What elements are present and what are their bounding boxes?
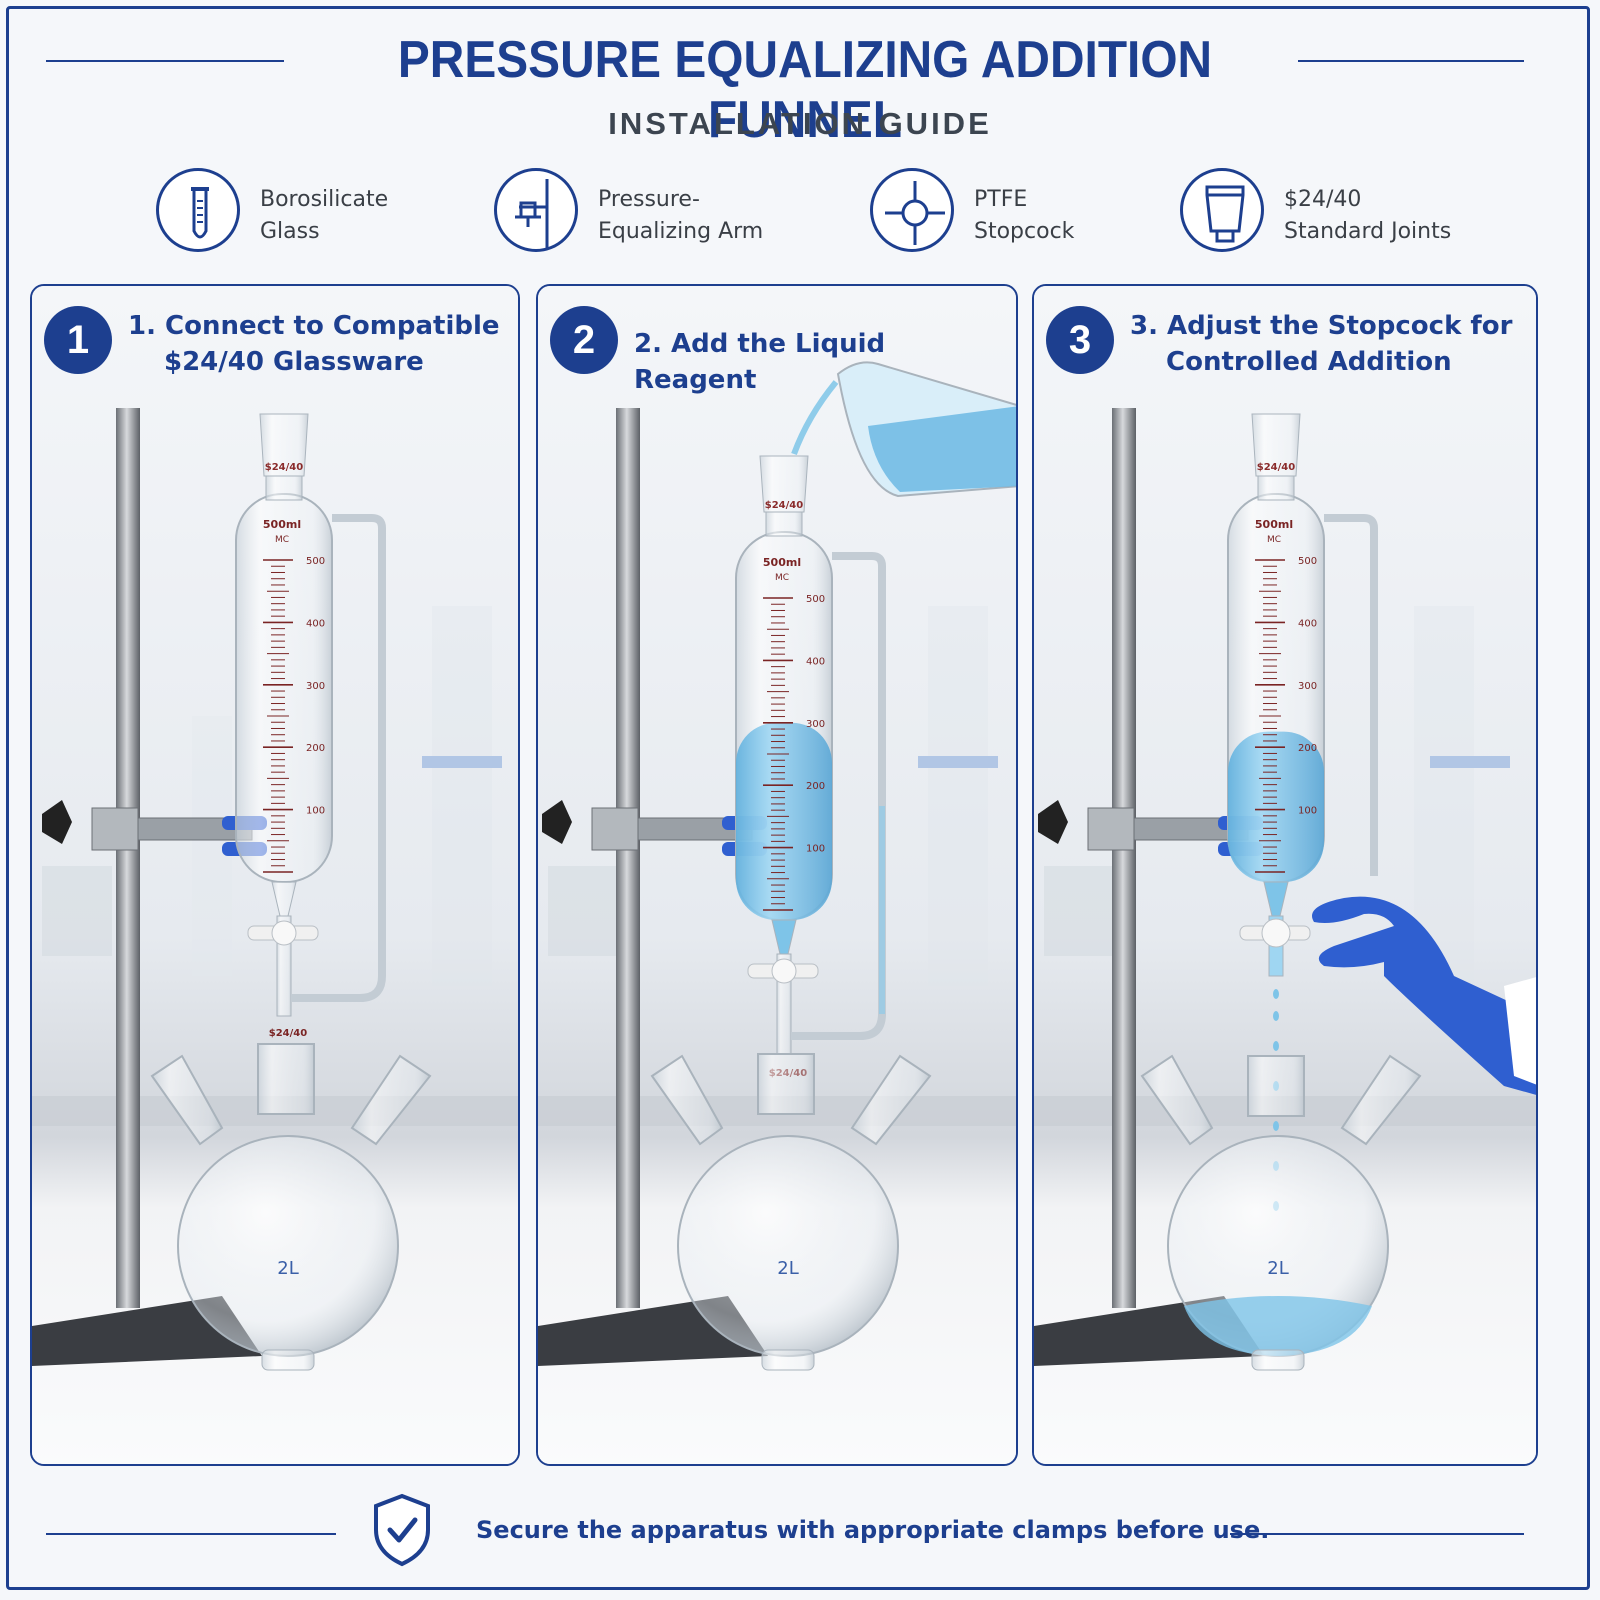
joint-label: $24/40 xyxy=(265,462,303,473)
feature-ptfe-stopcock: PTFE Stopcock xyxy=(870,168,1170,258)
step-badge-2: 2 xyxy=(550,306,618,374)
feature-line-1: Borosilicate xyxy=(260,187,389,212)
footer-note: Secure the apparatus with appropriate cl… xyxy=(476,1516,1270,1544)
three-neck-flask: 2L xyxy=(650,1053,932,1371)
graduation-scale: 500 400 300 200 100 xyxy=(263,556,325,873)
gloved-hand xyxy=(1312,896,1536,1095)
step-panel-3: $24/40 500ml MC 500 400 300 200 100 xyxy=(1032,284,1538,1466)
step-badge-3: 3 xyxy=(1046,306,1114,374)
joint-label: $24/40 xyxy=(765,500,803,511)
graduation-label: 400 xyxy=(306,618,325,629)
step-3-illustration: $24/40 500ml MC 500 400 300 200 100 xyxy=(1034,286,1536,1464)
pressure-arm-icon xyxy=(494,168,578,252)
feature-line-2: Stopcock xyxy=(974,219,1075,244)
step-title-line-2: Controlled Addition xyxy=(1166,347,1452,377)
header-rule-right xyxy=(1298,60,1524,62)
clamp-knob xyxy=(42,800,72,844)
pouring-beaker xyxy=(836,361,1016,498)
shield-check-icon xyxy=(370,1492,434,1572)
brand-label: MC xyxy=(775,573,789,583)
page-frame xyxy=(6,6,1590,1590)
graduation-label: 500 xyxy=(1298,556,1317,567)
graduation-label: 400 xyxy=(1298,618,1317,629)
feature-borosilicate: Borosilicate Glass xyxy=(156,168,476,258)
header-rule-left xyxy=(46,60,284,62)
joint-label: $24/40 xyxy=(1257,462,1295,473)
step-title-line-1: 2. Add the Liquid Reagent xyxy=(634,329,886,395)
graduation-label: 200 xyxy=(1298,743,1317,754)
page-title: PRESSURE EQUALIZING ADDITION FUNNEL xyxy=(397,31,1213,149)
pressure-equalizing-arm xyxy=(1324,514,1378,876)
reagent-liquid xyxy=(1228,731,1324,882)
graduation-label: 300 xyxy=(306,681,325,692)
stand-rod xyxy=(1112,408,1136,1308)
pressure-equalizing-arm xyxy=(291,514,386,1002)
feature-line-1: $24/40 xyxy=(1284,187,1362,212)
step-title-1: 1. Connect to Compatible $24/40 Glasswar… xyxy=(128,308,508,380)
feature-line-2: Standard Joints xyxy=(1284,219,1452,244)
flask-volume-label: 2L xyxy=(777,1258,798,1279)
feature-line-2: Equalizing Arm xyxy=(598,219,764,244)
step-title-line-1: 1. Connect to Compatible xyxy=(128,311,500,341)
step-title-3: 3. Adjust the Stopcock for Controlled Ad… xyxy=(1130,308,1530,380)
graduation-label: 100 xyxy=(806,844,825,855)
graduation-label: 200 xyxy=(306,743,325,754)
three-neck-flask: 2L xyxy=(150,1043,432,1371)
stand-rod xyxy=(116,408,140,1308)
pressure-equalizing-arm xyxy=(791,552,886,1040)
graduation-label: 300 xyxy=(806,719,825,730)
feature-line-1: Pressure- xyxy=(598,187,700,212)
footer-rule-left xyxy=(46,1533,336,1535)
graduation-label: 400 xyxy=(806,656,825,667)
stand-rod xyxy=(616,408,640,1308)
three-neck-flask: 2L xyxy=(1140,1054,1422,1371)
reagent-liquid xyxy=(736,722,832,920)
step-panel-1: $24/40 500ml MC 500 400 300 200 100 $24/40 2… xyxy=(30,284,520,1466)
capacity-label: 500ml xyxy=(763,556,801,569)
flask-volume-label: 2L xyxy=(1267,1258,1288,1279)
graduation-label: 500 xyxy=(806,594,825,605)
feature-line-1: PTFE xyxy=(974,187,1028,212)
clamp-knob xyxy=(542,800,572,844)
capacity-label: 500ml xyxy=(263,518,301,531)
test-tube-icon xyxy=(156,168,240,252)
graduation-scale: 500 400 300 200 100 xyxy=(1255,556,1317,873)
step-1-illustration: $24/40 500ml MC 500 400 300 200 100 $24/40 2… xyxy=(32,286,518,1464)
step-title-line-2: $24/40 Glassware xyxy=(164,347,424,377)
page-subtitle: INSTALLATION GUIDE xyxy=(608,106,992,141)
joint-icon xyxy=(1180,168,1264,252)
collected-liquid xyxy=(1184,1296,1372,1356)
graduation-scale: 500 400 300 200 100 xyxy=(763,594,825,911)
feature-standard-joints: $24/40 Standard Joints xyxy=(1180,168,1520,258)
brand-label: MC xyxy=(275,535,289,545)
step-title-2: 2. Add the Liquid Reagent xyxy=(634,326,1014,398)
flask-volume-label: 2L xyxy=(277,1258,298,1279)
brand-label: MC xyxy=(1267,535,1281,545)
graduation-label: 300 xyxy=(1298,681,1317,692)
capacity-label: 500ml xyxy=(1255,518,1293,531)
liquid-stream xyxy=(791,380,839,456)
graduation-label: 500 xyxy=(306,556,325,567)
graduation-label: 100 xyxy=(306,806,325,817)
clamp-knob xyxy=(1038,800,1068,844)
graduation-label: 200 xyxy=(806,781,825,792)
stopcock-icon xyxy=(870,168,954,252)
step-title-line-1: 3. Adjust the Stopcock for xyxy=(1130,311,1513,341)
lower-joint-label: $24/40 xyxy=(269,1028,307,1039)
feature-pressure-arm: Pressure- Equalizing Arm xyxy=(494,168,834,258)
graduation-label: 100 xyxy=(1298,806,1317,817)
feature-line-2: Glass xyxy=(260,219,320,244)
step-badge-1: 1 xyxy=(44,306,112,374)
footer-rule-right xyxy=(1230,1533,1524,1535)
